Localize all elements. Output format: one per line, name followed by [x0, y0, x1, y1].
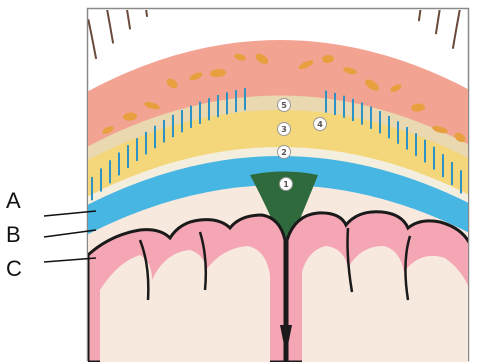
label-c: C [6, 258, 22, 280]
svg-text:1: 1 [283, 180, 289, 189]
brain-white-matter-right [302, 246, 470, 362]
brain-gyri [88, 212, 470, 362]
svg-text:4: 4 [317, 120, 323, 129]
marker-4: 4 [314, 118, 327, 131]
svg-text:2: 2 [281, 148, 287, 157]
brain-white-matter-left [100, 246, 270, 362]
label-a: A [6, 190, 21, 212]
marker-3: 3 [278, 123, 291, 136]
marker-5: 5 [278, 99, 291, 112]
svg-text:5: 5 [281, 101, 287, 110]
marker-1: 1 [280, 178, 293, 191]
hair-strand [470, 26, 477, 64]
hair-strand [402, 0, 407, 9]
label-b: B [6, 224, 21, 246]
svg-text:3: 3 [281, 125, 287, 134]
hair-strand [159, 0, 164, 5]
marker-2: 2 [278, 146, 291, 159]
